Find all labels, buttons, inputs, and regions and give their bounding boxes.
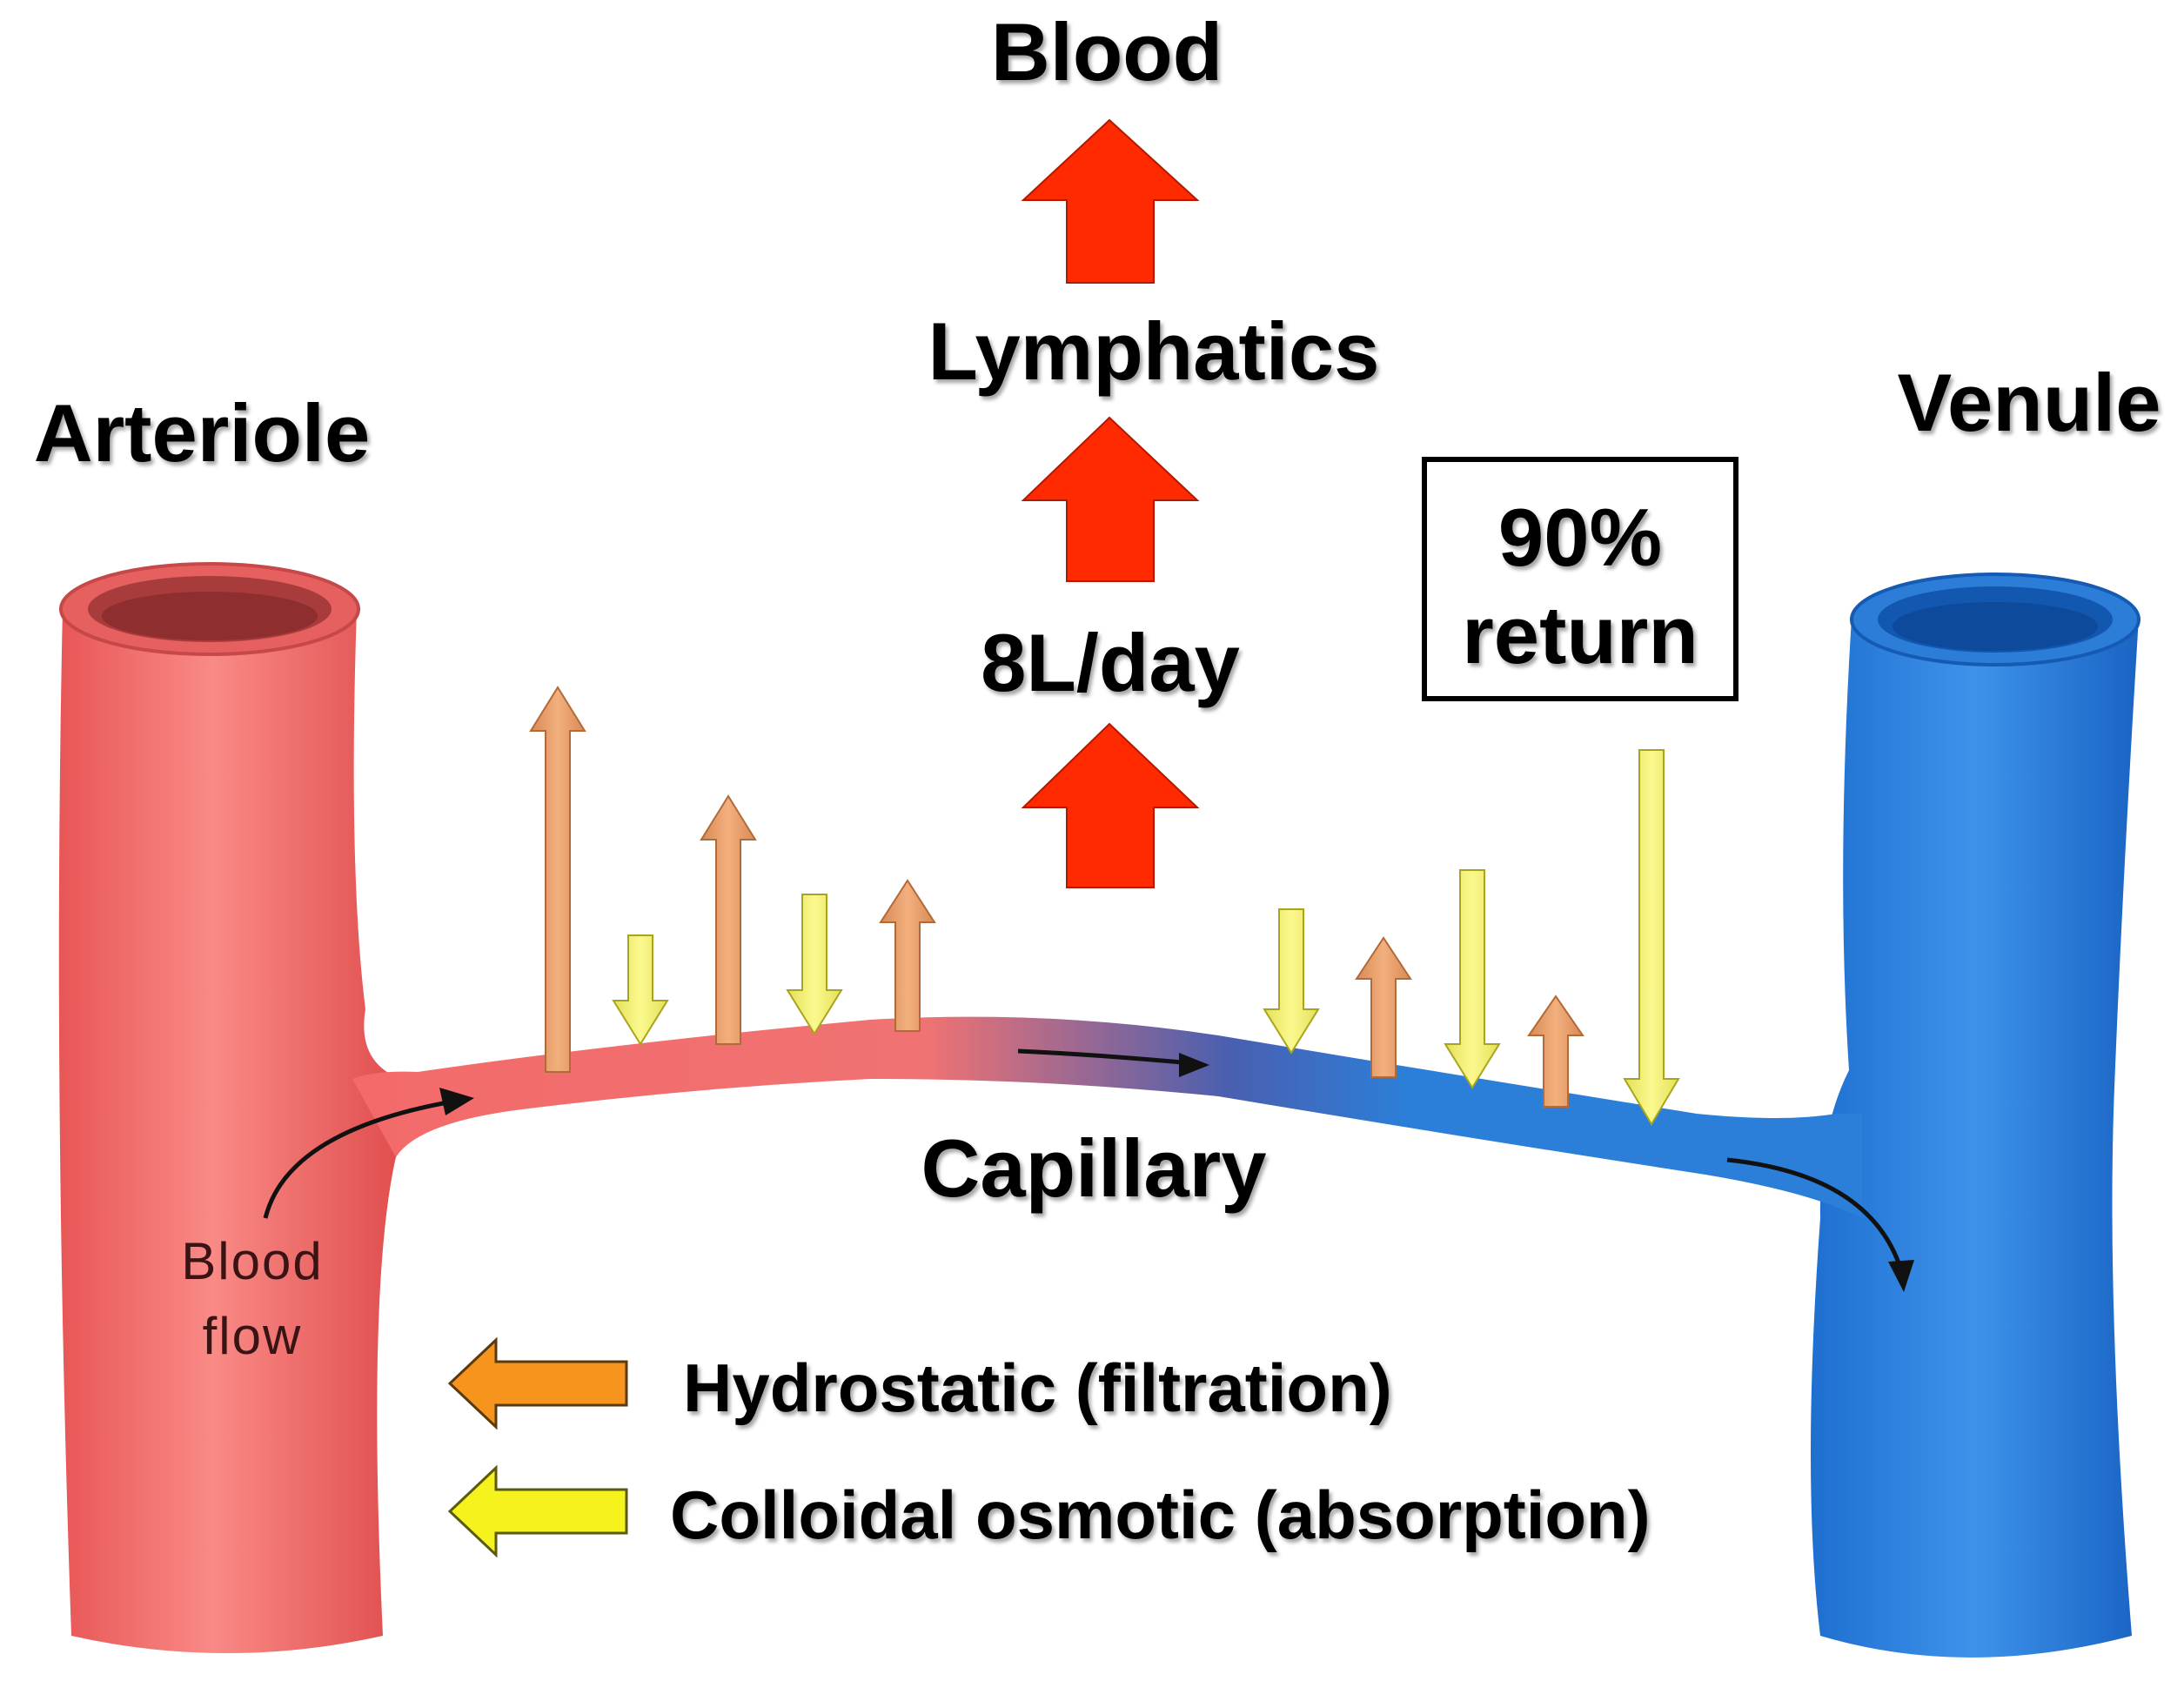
return-word: return — [1462, 589, 1698, 680]
return-percent: 90% — [1498, 492, 1662, 583]
colloidal-arrow-4 — [1444, 869, 1501, 1089]
hydrostatic-arrow-2 — [700, 794, 757, 1045]
blood-label: Blood — [991, 6, 1223, 97]
legend: Hydrostatic (filtration) Colloidal osmot… — [447, 1336, 1651, 1558]
capillary-vessel — [352, 1016, 1862, 1218]
legend-hydrostatic-label: Hydrostatic (filtration) — [683, 1349, 1392, 1426]
blood-flow-label-line1: Blood — [181, 1232, 323, 1290]
blood-flow-arrows — [263, 1048, 1904, 1271]
flow-rate-label: 8L/day — [981, 617, 1240, 708]
red-up-arrow-top — [1021, 118, 1200, 284]
blood-flow-arrowheads — [439, 1053, 1914, 1292]
colloidal-arrow-1 — [612, 934, 669, 1046]
hydrostatic-arrows — [529, 686, 1584, 1108]
colloidal-arrow-5 — [1623, 749, 1680, 1126]
legend-colloidal-label: Colloidal osmotic (absorption) — [670, 1477, 1651, 1553]
arteriole-label: Arteriole — [34, 387, 371, 479]
legend-hydrostatic-arrow — [447, 1336, 628, 1430]
venule-label: Venule — [1897, 357, 2161, 448]
legend-colloidal-arrow — [447, 1464, 628, 1558]
colloidal-arrow-3 — [1263, 908, 1320, 1055]
lymphatics-label: Lymphatics — [928, 305, 1380, 397]
lymph-flow-arrows — [1021, 118, 1200, 888]
hydrostatic-arrow-4 — [1355, 936, 1412, 1078]
red-up-arrow-bottom — [1021, 722, 1200, 888]
venule-vessel — [1811, 573, 2140, 1658]
red-up-arrow-middle — [1021, 416, 1200, 582]
arteriole-vessel — [58, 562, 400, 1653]
blood-flow-label-line2: flow — [203, 1307, 303, 1365]
hydrostatic-arrow-5 — [1527, 995, 1584, 1108]
hydrostatic-arrow-3 — [879, 879, 936, 1032]
colloidal-arrows — [612, 749, 1680, 1126]
return-box: 90% return — [1422, 457, 1738, 701]
colloidal-arrow-2 — [786, 894, 843, 1035]
hydrostatic-arrow-1 — [529, 686, 586, 1073]
capillary-label: Capillary — [921, 1122, 1266, 1214]
